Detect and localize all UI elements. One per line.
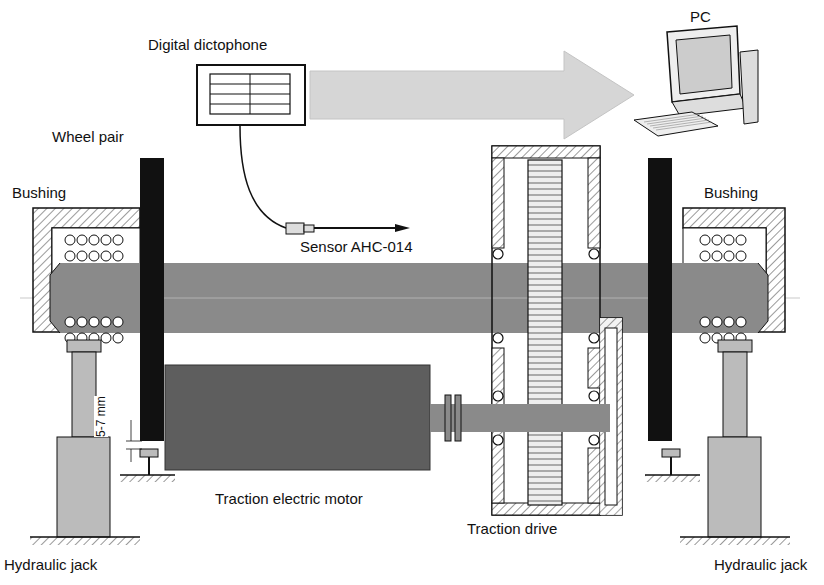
part-label: Bushing [12, 184, 66, 202]
part-label: Wheel pair [52, 128, 124, 146]
part-label: Bushing [704, 184, 758, 202]
part-label: Hydraulic jack [714, 556, 807, 574]
part-label: Hydraulic jack [4, 556, 97, 574]
recorder-box [196, 64, 306, 126]
dimension-label: 5-7 mm [94, 396, 108, 437]
data-transfer-arrow [310, 51, 634, 139]
part-label: Traction electric motor [215, 490, 363, 508]
recorder-node: Digital dictophone [148, 36, 308, 128]
node-heading: PC [690, 8, 711, 25]
part-label: Traction drive [467, 520, 557, 538]
node-heading: Digital dictophone [148, 36, 308, 53]
computer-node: PC [622, 2, 762, 142]
sensor-label: Sensor AHC-014 [300, 238, 413, 256]
screen-grid [198, 66, 303, 123]
